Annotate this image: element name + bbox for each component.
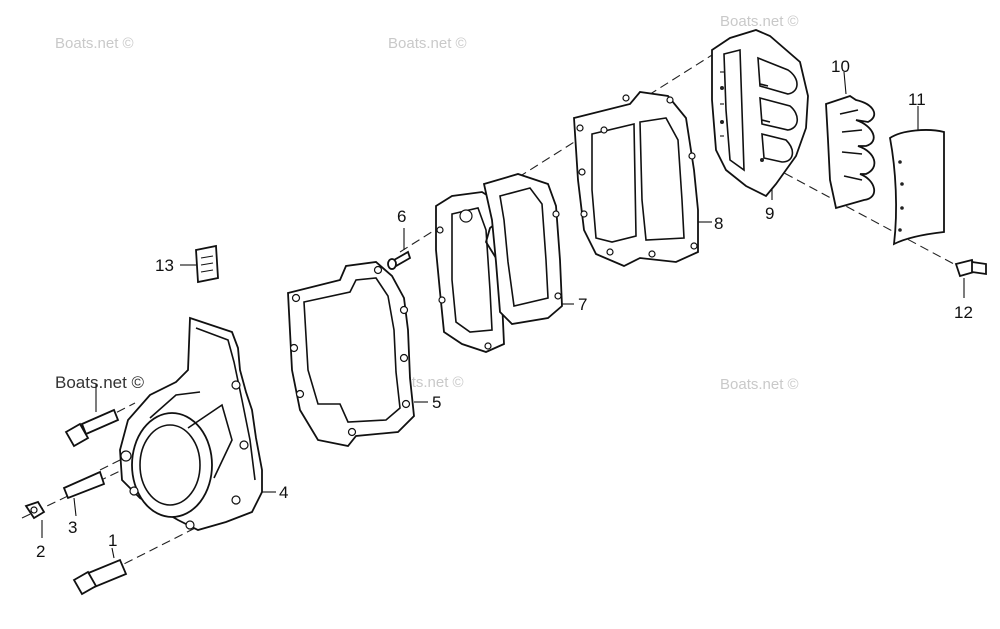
callout-1: 1: [108, 531, 117, 550]
callout-3: 3: [68, 518, 77, 537]
part-7-plate: [435, 173, 574, 353]
part-8-gasket: [573, 91, 712, 267]
part-12-screw: [954, 258, 987, 298]
part-1-bolt: [72, 547, 128, 596]
part-10-reed: [825, 71, 876, 210]
part-4-adapter: [119, 316, 276, 531]
callout-9: 9: [765, 204, 774, 223]
part-5-gasket: [287, 261, 428, 447]
part-3-stud: [62, 470, 106, 517]
callout-11: 11: [908, 90, 926, 109]
part-9-reed-block: [711, 29, 809, 200]
watermark: Boats.net ©: [55, 373, 145, 392]
watermark: Boats.net ©: [388, 35, 467, 52]
callout-6: 6: [397, 207, 406, 226]
part-13-tag: [180, 244, 219, 284]
part-11-reed-stop: [889, 106, 945, 246]
callout-13: 13: [155, 256, 174, 275]
callout-4: 4: [279, 483, 288, 502]
upper-bolt: [64, 384, 120, 448]
watermark: Boats.net ©: [720, 13, 799, 30]
callout-12: 12: [954, 303, 973, 322]
callout-7: 7: [578, 295, 587, 314]
part-2-nut: [24, 500, 46, 538]
watermark: Boats.net ©: [55, 35, 134, 52]
callout-8: 8: [714, 214, 723, 233]
callout-10: 10: [831, 57, 850, 76]
callout-5: 5: [432, 393, 441, 412]
callout-2: 2: [36, 542, 45, 561]
part-6-screw: [387, 228, 412, 270]
watermark: Boats.net ©: [720, 376, 799, 393]
